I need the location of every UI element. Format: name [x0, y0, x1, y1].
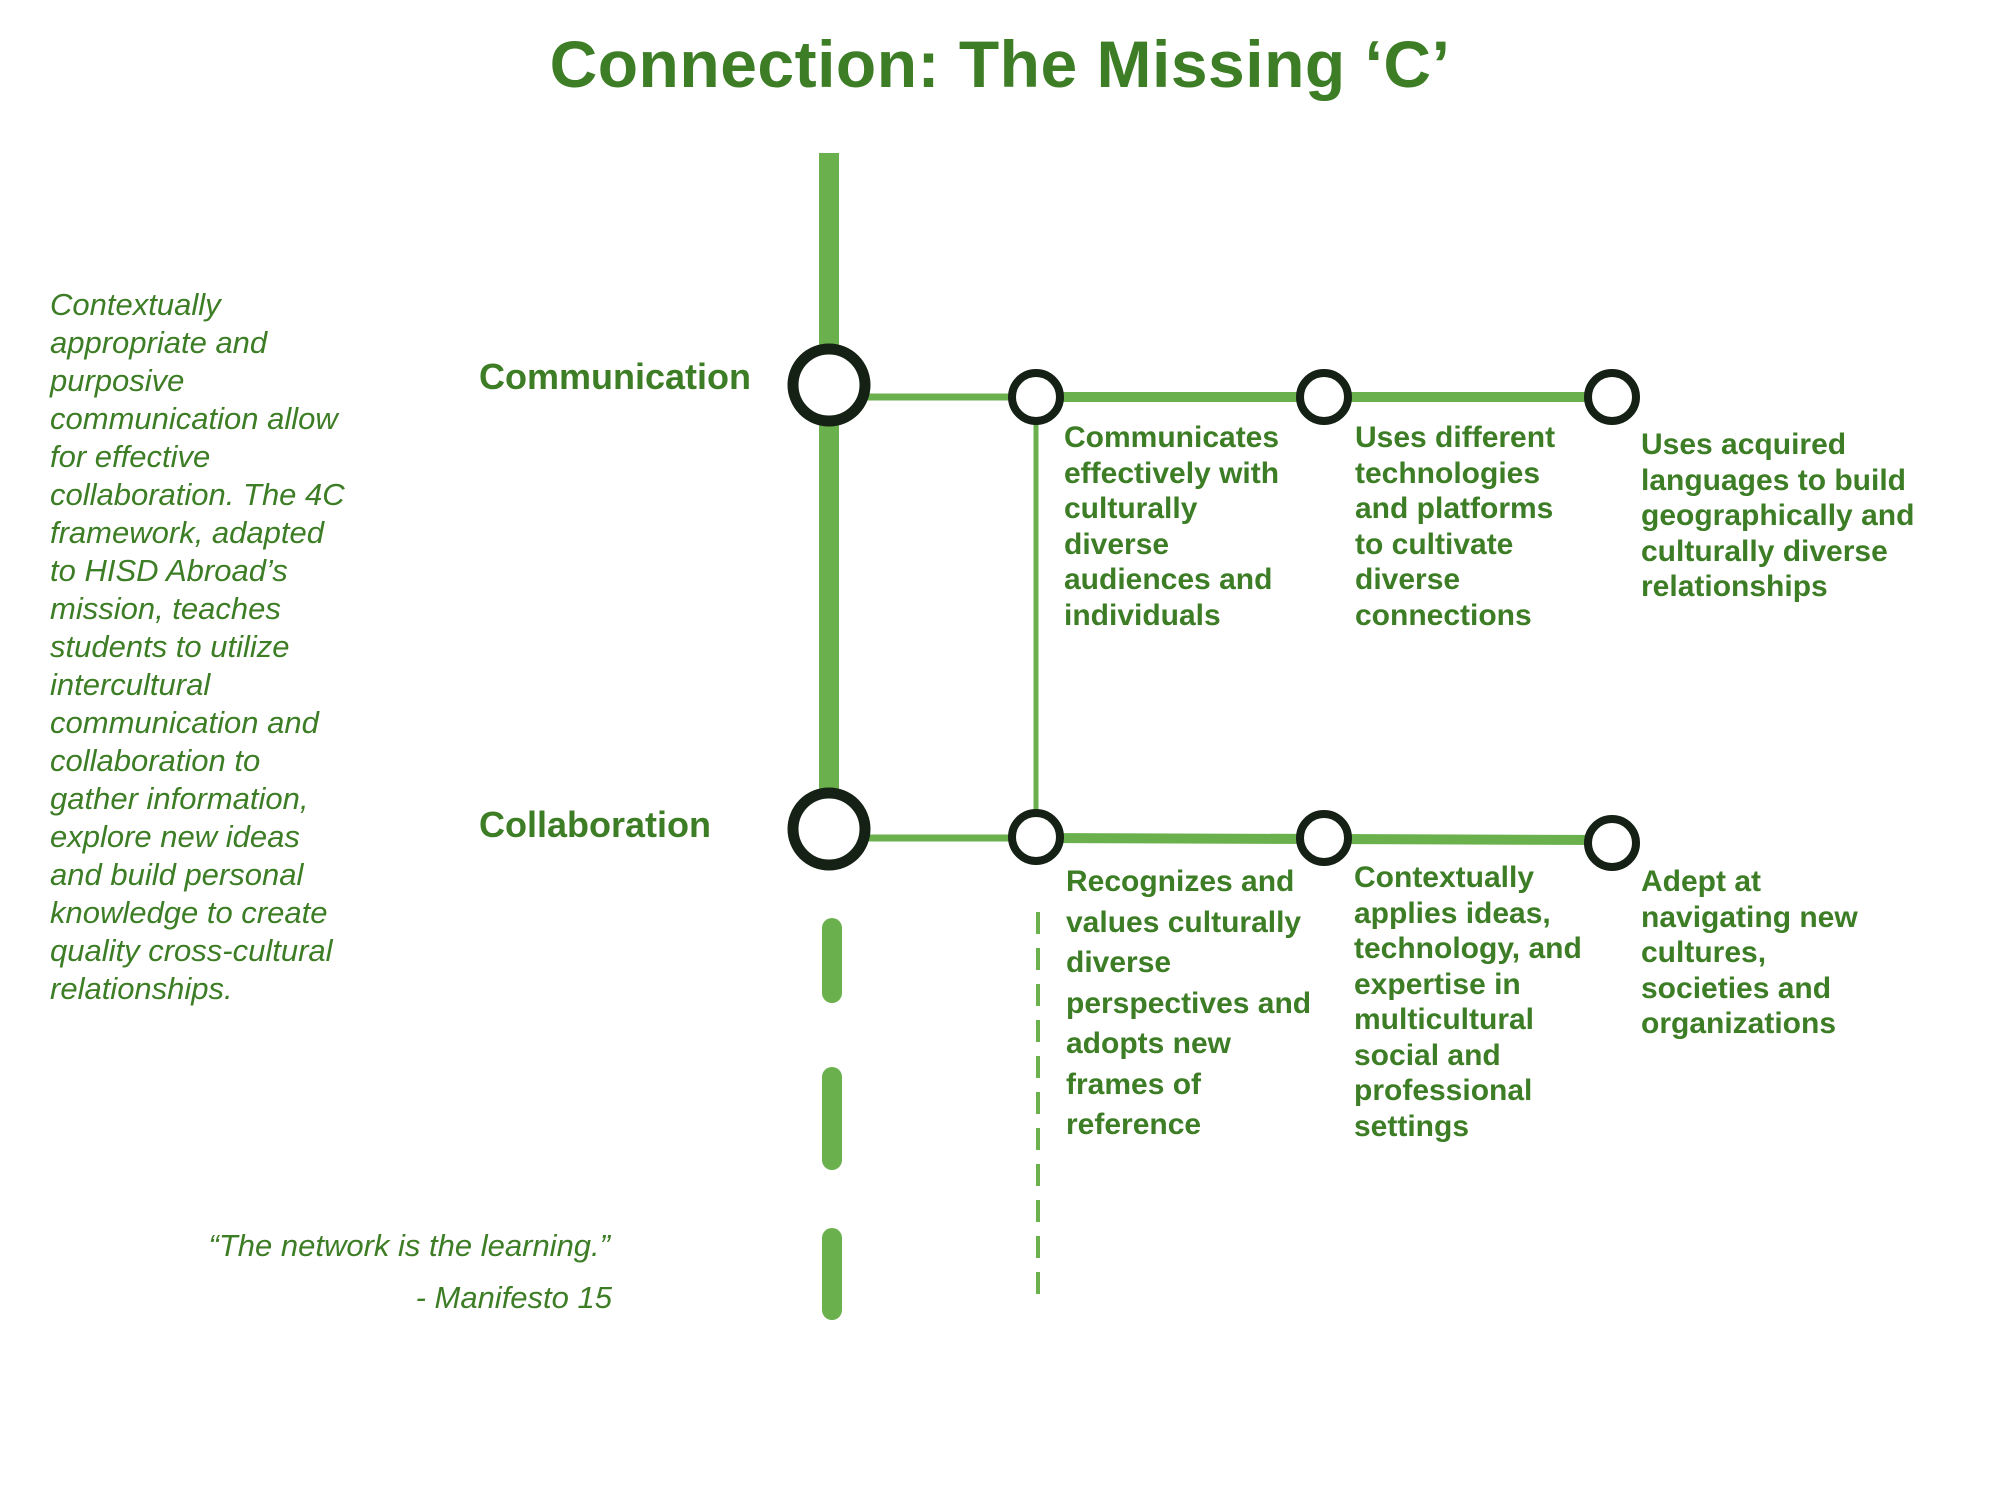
collaboration-item-1: Recognizes and values culturally diverse… — [1066, 865, 1312, 1141]
communication-item-3: Uses acquired languages to build geograp… — [1641, 428, 1915, 603]
intro-paragraph: Contextually appropriate and purposive c… — [50, 287, 345, 1006]
communication-label: Communication — [479, 356, 752, 397]
collaboration-node-2 — [1296, 810, 1352, 866]
communication-item-1: Communicates effectively with culturally… — [1064, 421, 1280, 632]
collaboration-item-3: Adept at navigating new cultures, societ… — [1641, 865, 1858, 1040]
quote-text: “The network is the learning.” — [208, 1228, 610, 1263]
communication-node-3 — [1584, 369, 1640, 425]
page-title: Connection: The Missing ‘C’ — [549, 27, 1451, 101]
communication-node-1 — [1008, 369, 1064, 425]
quote-attribution: - Manifesto 15 — [415, 1280, 612, 1315]
communication-main-node — [787, 343, 871, 427]
communication-item-2: Uses different technologies and platform… — [1355, 421, 1556, 632]
collaboration-node-1 — [1008, 809, 1064, 865]
collaboration-item-2: Contextually applies ideas, technology, … — [1354, 861, 1582, 1143]
collaboration-main-node — [787, 787, 871, 871]
collaboration-node-3 — [1584, 815, 1640, 871]
communication-node-2 — [1296, 369, 1352, 425]
collaboration-label: Collaboration — [479, 804, 711, 845]
